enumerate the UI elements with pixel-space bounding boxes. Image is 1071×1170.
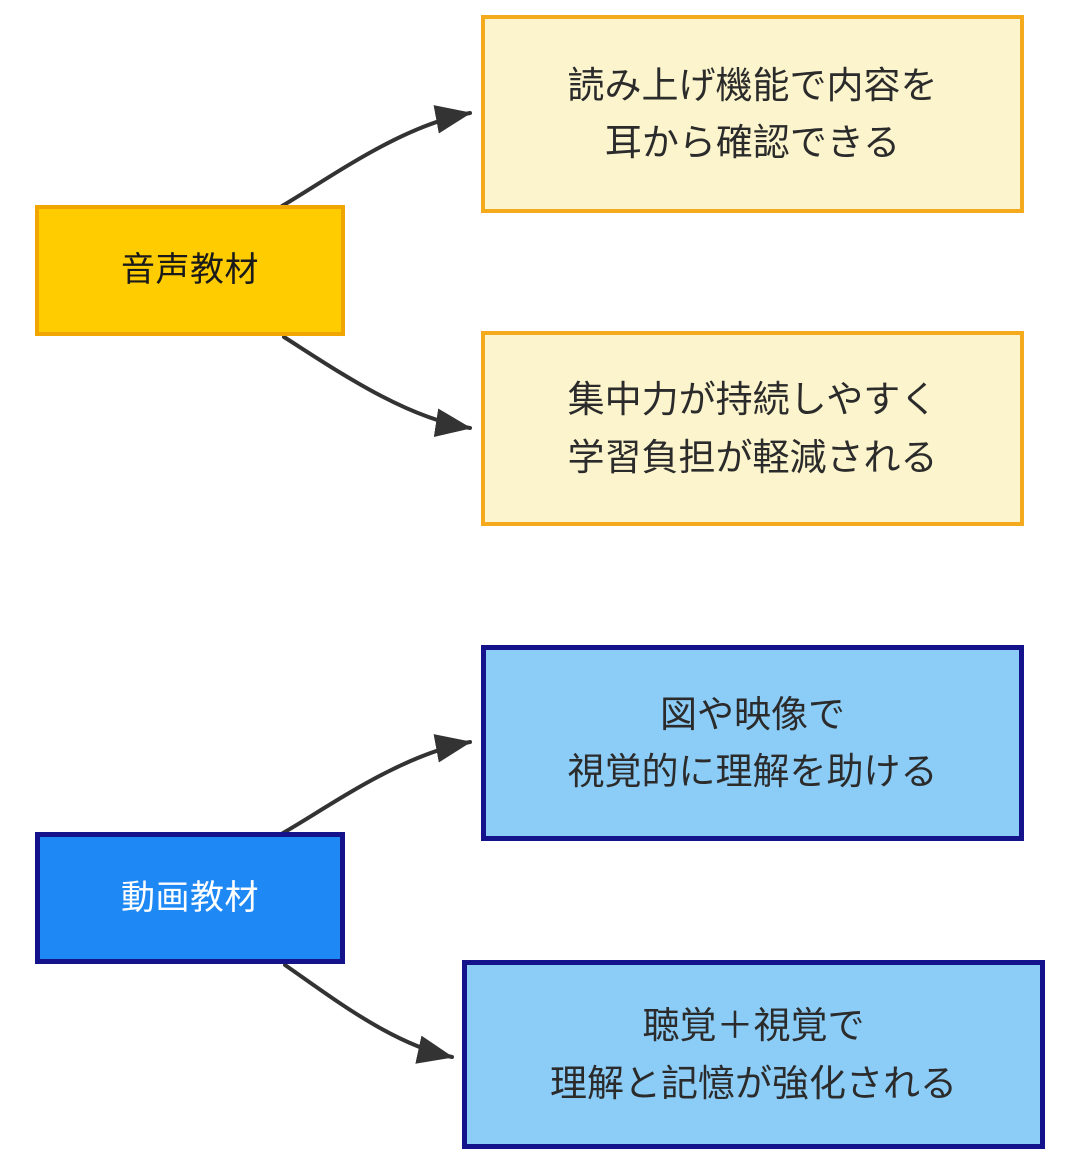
target-node-audio-2-label: 集中力が持続しやすく 学習負担が軽減される	[567, 379, 938, 478]
target-node-video-1[interactable]: 図や映像で 視覚的に理解を助ける	[481, 645, 1024, 841]
connector-audio-to-target-2	[282, 335, 472, 437]
source-node-audio[interactable]: 音声教材	[35, 205, 345, 336]
target-node-video-1-label: 図や映像で 視覚的に理解を助ける	[567, 693, 938, 792]
target-node-audio-1[interactable]: 読み上げ機能で内容を 耳から確認できる	[481, 15, 1024, 213]
target-node-video-2-label: 聴覚＋視覚で 理解と記憶が強化される	[550, 1005, 957, 1104]
target-node-audio-1-label: 読み上げ機能で内容を 耳から確認できる	[567, 64, 938, 163]
target-node-audio-2[interactable]: 集中力が持続しやすく 学習負担が軽減される	[481, 331, 1024, 526]
source-node-video[interactable]: 動画教材	[35, 832, 345, 964]
connector-audio-to-target-1	[280, 105, 472, 208]
source-node-audio-label: 音声教材	[121, 251, 259, 290]
connector-video-to-target-4	[283, 963, 454, 1064]
connector-video-to-target-3	[281, 734, 472, 835]
target-node-video-2[interactable]: 聴覚＋視覚で 理解と記憶が強化される	[462, 960, 1045, 1149]
source-node-video-label: 動画教材	[121, 878, 259, 917]
